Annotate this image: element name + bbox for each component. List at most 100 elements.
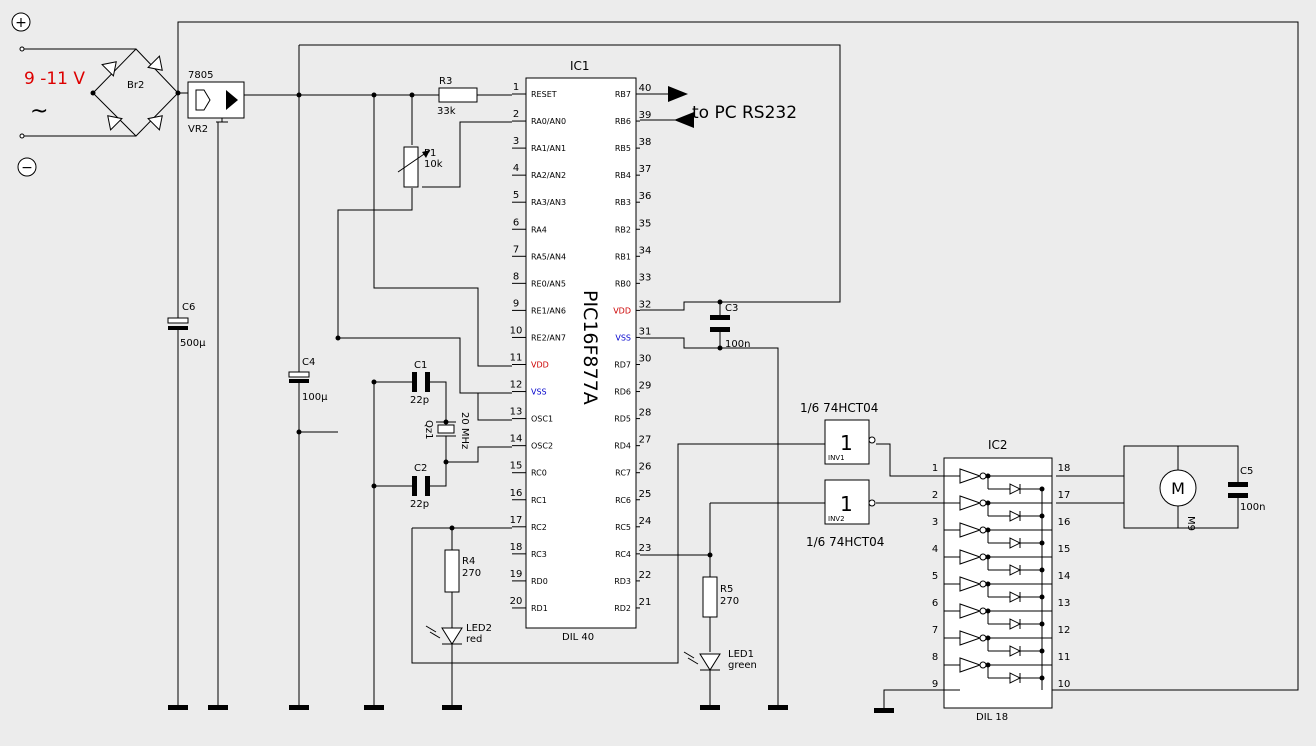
ic1-pin-number: 21	[639, 597, 652, 608]
junction-dot	[717, 345, 723, 351]
ic1-pin-label: VSS	[531, 388, 547, 397]
ic2-pin-number: 10	[1058, 679, 1071, 690]
ic1-pin-number: 24	[639, 516, 652, 527]
ic2-pin-number: 14	[1058, 571, 1071, 582]
ic1-pin-number: 25	[639, 489, 652, 500]
ic1-pin-label: RD2	[614, 604, 631, 613]
junction-dot	[449, 525, 455, 531]
ic2-buffer-bubble	[979, 661, 987, 669]
rs232-label: to PC RS232	[692, 103, 797, 123]
voltage-regulator: 7805 VR2	[187, 70, 245, 135]
plus-terminal-label: +	[15, 15, 27, 31]
ic2-pin-number: 2	[932, 490, 938, 501]
ground-symbol	[168, 705, 188, 710]
ic1-pin-label: RC4	[615, 550, 631, 559]
motor-m9: M M9	[1159, 446, 1197, 531]
ic2-buffer-bubble	[979, 472, 987, 480]
ic1-pin-label: RB1	[615, 252, 631, 261]
ic1-pin-number: 14	[510, 434, 523, 445]
c6-name: C6	[182, 302, 195, 313]
ic1-pin-label: RD3	[614, 577, 631, 586]
ic2-diode	[1009, 645, 1022, 657]
ground-symbol	[768, 705, 788, 710]
c5-name: C5	[1240, 466, 1253, 477]
led2-color: red	[466, 634, 482, 645]
ic1-pin-number: 30	[639, 354, 652, 365]
capacitor-c4: C4 100µ	[288, 357, 328, 403]
ic1-pin-label: RD4	[614, 442, 631, 451]
ic2-buffer	[959, 603, 982, 619]
crystal-value: 20 MHz	[459, 412, 470, 449]
junction-dot	[443, 459, 449, 465]
ic1-pin-label: RA1/AN1	[531, 144, 566, 153]
led1-color: green	[728, 660, 757, 671]
led1-name: LED1	[728, 649, 754, 660]
ic1-pin-label: RC5	[615, 523, 631, 532]
ic2-diode	[1009, 591, 1022, 603]
ic1-pin-number: 23	[639, 543, 652, 554]
ic1-pin-number: 34	[639, 245, 652, 256]
resistor-r4: R4 270	[444, 549, 481, 593]
ground-symbol	[289, 705, 309, 710]
ic1-pin-number: 28	[639, 408, 652, 419]
ic1-pin-label: RB4	[615, 171, 631, 180]
ic1-pin-number: 40	[639, 83, 652, 94]
ic1-pin-number: 36	[639, 191, 652, 202]
supply-input: + − 9 -11 V ~	[11, 12, 136, 177]
ic1-pin-label: RB7	[615, 90, 631, 99]
ic1-pin-number: 9	[513, 298, 519, 309]
minus-terminal-label: −	[21, 160, 33, 176]
inv2-name: INV2	[828, 515, 845, 523]
rectifier-label: Br2	[127, 80, 144, 91]
ic1-pin-number: 6	[513, 217, 519, 228]
ic1-part: PIC16F877A	[579, 290, 601, 405]
ic1-package: DIL 40	[562, 632, 594, 643]
ic2-package: DIL 18	[976, 712, 1008, 723]
ic2-diode	[1009, 483, 1022, 495]
p1-value: 10k	[424, 159, 443, 170]
ic1-pin-number: 3	[513, 136, 519, 147]
p1-name: P1	[424, 148, 436, 159]
ic2-buffer-bubble	[979, 553, 987, 561]
supply-voltage-label: 9 -11 V	[24, 69, 85, 89]
ic1-left-pins: 1RESET2RA0/AN03RA1/AN14RA2/AN25RA3/AN36R…	[510, 82, 566, 613]
ic1-pin-number: 12	[510, 380, 523, 391]
ic1-pin-label: RA5/AN4	[531, 252, 566, 261]
ic1-pin-label: RD0	[531, 577, 548, 586]
ic1-pin-label: RD6	[614, 388, 631, 397]
ic1-pin-label: VSS	[615, 333, 631, 342]
ic1-pin-number: 37	[639, 164, 652, 175]
ic1-pin-label: RC2	[531, 523, 547, 532]
ic1-pin-label: RESET	[531, 90, 557, 99]
wiring	[177, 21, 1299, 708]
r4-value: 270	[462, 568, 481, 579]
ic1: IC1 DIL 40 PIC16F877A 1RESET2RA0/AN03RA1…	[510, 59, 652, 643]
ic1-name: IC1	[570, 59, 590, 73]
ic1-pin-number: 17	[510, 515, 523, 526]
motor-label: M9	[1185, 516, 1196, 531]
r3-value: 33k	[437, 106, 456, 117]
ic1-pin-label: RE2/AN7	[531, 333, 566, 342]
c4-name: C4	[302, 357, 315, 368]
ic1-pin-label: RA3/AN3	[531, 198, 566, 207]
junction-dot	[296, 429, 302, 435]
ic2-pin-number: 7	[932, 625, 938, 636]
led1: LED1 green	[683, 649, 757, 671]
ic2-pin-number: 18	[1058, 463, 1071, 474]
r4-name: R4	[462, 556, 475, 567]
ic2-junction	[985, 662, 991, 668]
ic1-pin-label: RB5	[615, 144, 631, 153]
ic2-pin-number: 13	[1058, 598, 1071, 609]
ic2-junction	[985, 473, 991, 479]
junction-dot	[409, 92, 415, 98]
led2: LED2 red	[425, 623, 492, 645]
ic1-pin-number: 26	[639, 462, 652, 473]
inv2-part: 1/6 74HCT04	[806, 535, 884, 549]
ic1-pin-label: RC1	[531, 496, 547, 505]
ground-symbol	[874, 708, 894, 713]
ic2-buffer-bubble	[979, 634, 987, 642]
ic1-pin-number: 10	[510, 325, 523, 336]
ic2-pin-number: 9	[932, 679, 938, 690]
inv1-part: 1/6 74HCT04	[800, 401, 878, 415]
